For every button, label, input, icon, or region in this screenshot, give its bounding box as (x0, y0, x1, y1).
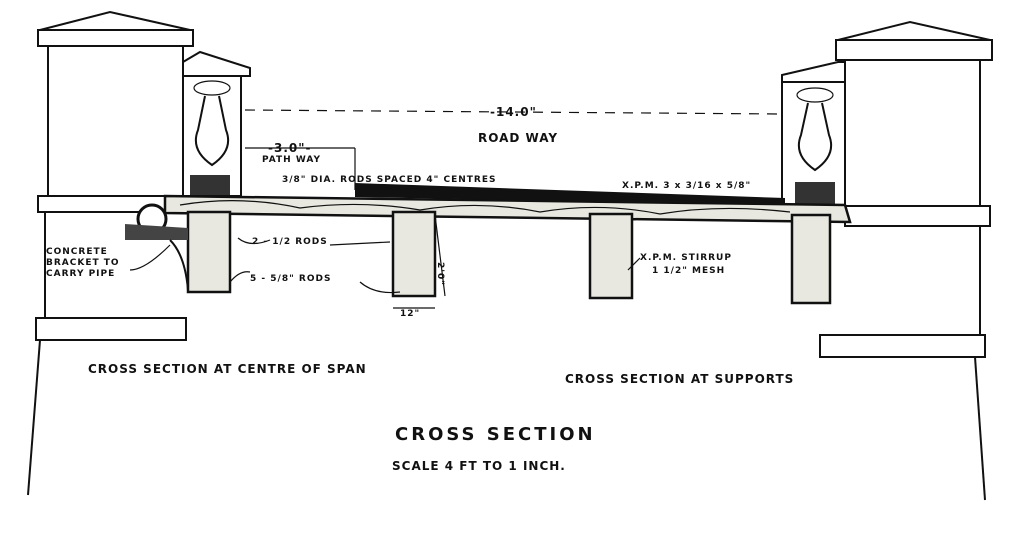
stirrup-label-1: X.P.M. STIRRUP (640, 253, 732, 263)
deck-slab (125, 183, 852, 305)
dimensions (129, 109, 783, 309)
beam-width-dimension: 12" (400, 309, 420, 319)
rods-bottom-label: 5 - 5/8" RODS (250, 274, 331, 284)
bracket-label-1: CONCRETE (46, 247, 108, 257)
rods-spacing-label: 3/8" DIA. RODS SPACED 4" CENTRES (282, 175, 496, 185)
bracket-label-3: CARRY PIPE (46, 269, 115, 279)
roadway-dimension: -14.0" (490, 105, 537, 119)
pathway-dimension: -3.0"- (268, 141, 311, 155)
rods-top-label: 2 - 1/2 RODS (252, 237, 328, 247)
bracket-label-2: BRACKET TO (46, 258, 120, 268)
pathway-label: PATH WAY (262, 155, 321, 165)
drawing-scale: SCALE 4 FT TO 1 INCH. (392, 459, 566, 473)
drawing-title: CROSS SECTION (395, 424, 596, 445)
left-pier (27, 10, 251, 496)
right-pier (781, 20, 993, 501)
caption-centre-of-span: CROSS SECTION AT CENTRE OF SPAN (88, 362, 367, 376)
caption-at-supports: CROSS SECTION AT SUPPORTS (565, 372, 794, 386)
roadway-label: ROAD WAY (478, 131, 558, 145)
stirrup-label-2: 1 1/2" MESH (652, 266, 725, 276)
beam-depth-dimension: 2'0" (435, 262, 445, 286)
xpm-label: X.P.M. 3 x 3/16 x 5/8" (622, 181, 751, 191)
